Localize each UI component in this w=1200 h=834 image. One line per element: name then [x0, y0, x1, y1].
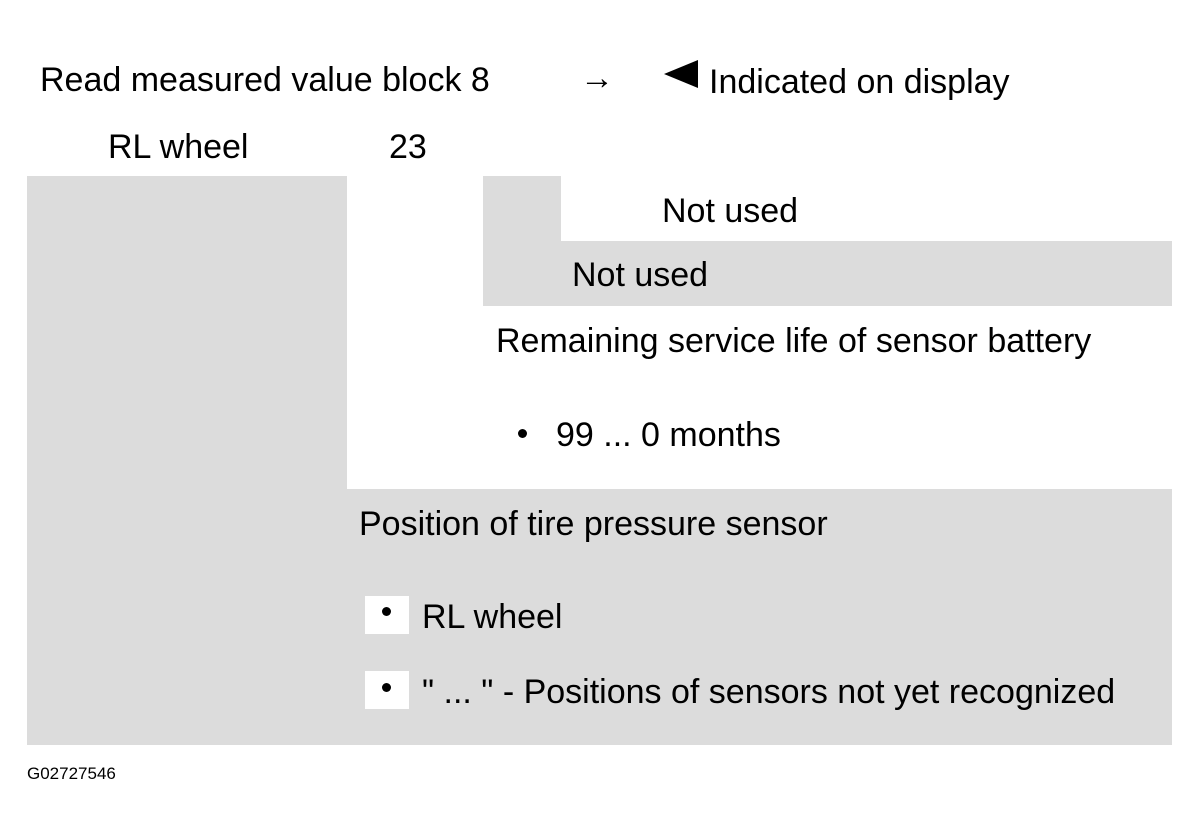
bullet-icon [382, 607, 391, 616]
field3-label: Remaining service life of sensor battery [496, 322, 1092, 360]
header-read-block-text: Read measured value block 8 [40, 61, 490, 99]
display-value: 23 [389, 128, 427, 166]
field4-bullet-item: " ... " - Positions of sensors not yet r… [422, 673, 1116, 711]
display-wheel-label: RL wheel [108, 128, 249, 166]
bracket-panel-outer [27, 176, 347, 745]
bullet-icon [382, 683, 391, 692]
field4-bullet-item: RL wheel [422, 598, 563, 636]
field2-panel [483, 241, 1172, 306]
left-pointing-triangle-icon [664, 60, 698, 88]
field4-panel [347, 489, 1172, 745]
header-indicated-on-display-text: Indicated on display [709, 63, 1010, 101]
field4-label: Position of tire pressure sensor [359, 505, 828, 543]
field1-label: Not used [662, 192, 799, 230]
right-arrow-icon: → [580, 59, 614, 97]
figure-id: G02727546 [27, 764, 116, 783]
field3-bullet-item: 99 ... 0 months [556, 416, 781, 454]
bullet-icon [518, 429, 527, 438]
field2-label: Not used [572, 256, 709, 294]
